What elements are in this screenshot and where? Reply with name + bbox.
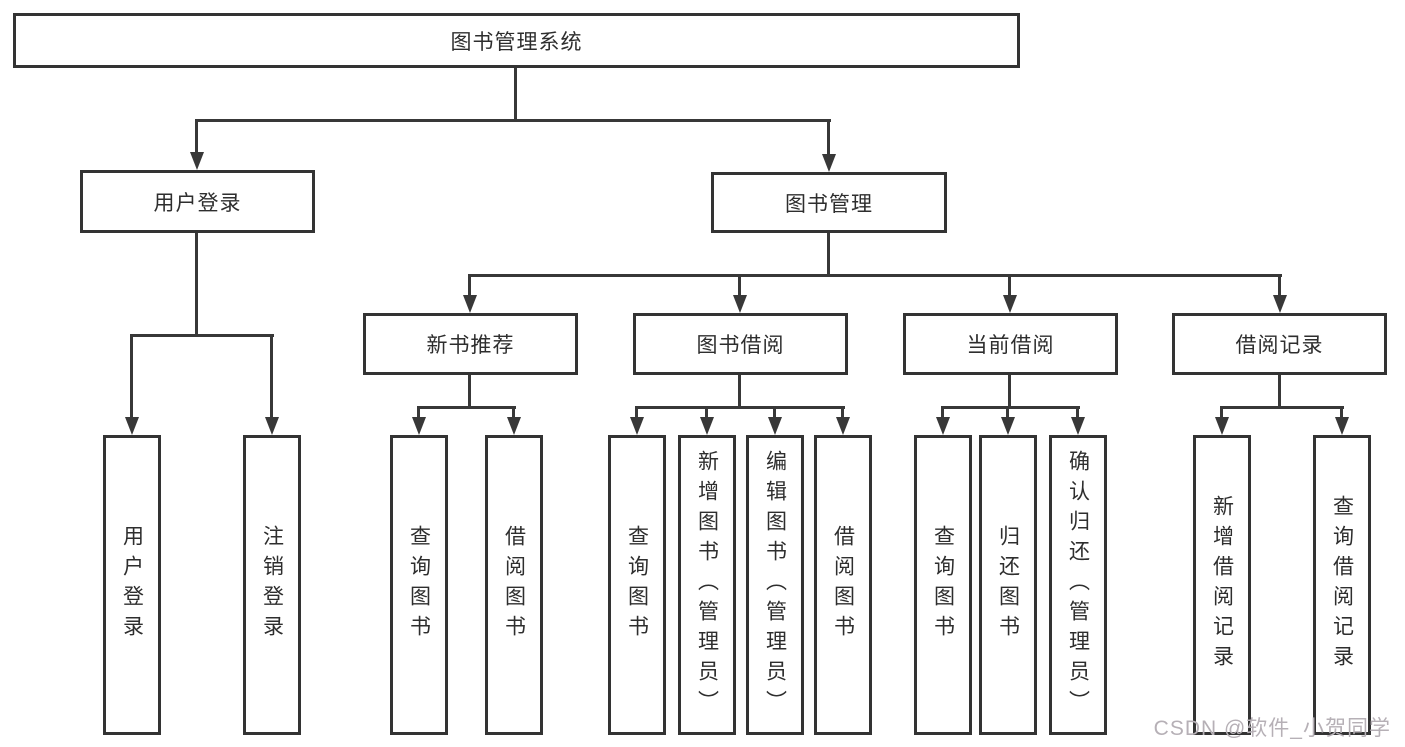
node-label: 图书借阅 [696, 334, 785, 357]
leaf-return-books: 归还图书 [979, 435, 1037, 735]
connector-drop-user-login [195, 119, 198, 152]
leaf-query-books-current: 查询图书 [914, 435, 972, 735]
leaf-user-login: 用户登录 [103, 435, 161, 735]
node-book-borrowing: 图书借阅 [633, 313, 848, 375]
leaf-label: 查询图书 [931, 525, 955, 645]
connector-drop [635, 406, 638, 417]
connector-book-borrow-hline [635, 406, 845, 409]
arrow-down-icon [463, 295, 477, 313]
node-label: 图书管理 [785, 192, 873, 216]
node-label: 当前借阅 [966, 334, 1055, 357]
arrow-down-icon [1003, 295, 1017, 313]
connector-new-book-hline [417, 406, 516, 409]
connector-drop [417, 406, 420, 417]
arrow-down-icon [836, 417, 850, 435]
leaf-add-borrow-record: 新增借阅记录 [1193, 435, 1251, 735]
arrow-down-icon [700, 417, 714, 435]
connector-book-mgmt-stem [827, 233, 830, 276]
connector-book-borrow-stem [738, 375, 741, 408]
connector-root-stem [514, 68, 517, 121]
node-borrowing-records: 借阅记录 [1172, 313, 1387, 375]
connector-drop [1220, 406, 1223, 417]
arrow-down-icon [630, 417, 644, 435]
connector-drop-new-book [468, 274, 471, 295]
arrow-down-icon [733, 295, 747, 313]
leaf-label: 注销登录 [260, 525, 284, 645]
connector-drop-current-borrow [1008, 274, 1011, 295]
leaf-borrow-books-recommend: 借阅图书 [485, 435, 543, 735]
connector-user-login-stem [195, 233, 198, 336]
arrow-down-icon [1071, 417, 1085, 435]
arrow-down-icon [412, 417, 426, 435]
connector-drop [773, 406, 776, 417]
arrow-down-icon [768, 417, 782, 435]
connector-drop [705, 406, 708, 417]
node-label: 新书推荐 [426, 334, 515, 357]
leaf-label: 编辑图书（管理员） [763, 450, 787, 720]
leaf-label: 归还图书 [996, 525, 1020, 645]
leaf-logout: 注销登录 [243, 435, 301, 735]
connector-drop [841, 406, 844, 417]
connector-drop-book-mgmt [827, 119, 830, 154]
leaf-edit-books-admin: 编辑图书（管理员） [746, 435, 804, 735]
connector-current-borrow-stem [1008, 375, 1011, 408]
connector-root-hline [195, 119, 831, 122]
connector-current-borrow-hline [941, 406, 1080, 409]
connector-drop-book-borrow [738, 274, 741, 295]
node-current-borrowing: 当前借阅 [903, 313, 1118, 375]
connector-drop [1006, 406, 1009, 417]
arrow-down-icon [1215, 417, 1229, 435]
leaf-label: 新增图书（管理员） [695, 450, 719, 720]
node-label: 用户登录 [153, 191, 242, 215]
node-library-management-system: 图书管理系统 [13, 13, 1020, 68]
leaf-query-books-borrow: 查询图书 [608, 435, 666, 735]
leaf-label: 借阅图书 [502, 525, 526, 645]
arrow-down-icon [822, 154, 836, 172]
arrow-down-icon [507, 417, 521, 435]
arrow-down-icon [190, 152, 204, 170]
arrow-down-icon [1335, 417, 1349, 435]
leaf-borrow-books: 借阅图书 [814, 435, 872, 735]
arrow-down-icon [265, 417, 279, 435]
leaf-label: 用户登录 [120, 525, 144, 645]
connector-borrow-records-hline [1220, 406, 1344, 409]
node-label: 借阅记录 [1235, 334, 1324, 357]
arrow-down-icon [1001, 417, 1015, 435]
connector-new-book-stem [468, 375, 471, 408]
leaf-label: 查询借阅记录 [1330, 495, 1354, 675]
node-label: 图书管理系统 [450, 30, 583, 54]
node-user-login: 用户登录 [80, 170, 315, 233]
leaf-label: 查询图书 [407, 525, 431, 645]
arrow-down-icon [125, 417, 139, 435]
connector-book-mgmt-hline [468, 274, 1282, 277]
leaf-label: 查询图书 [625, 525, 649, 645]
leaf-label: 确认归还（管理员） [1066, 450, 1090, 720]
connector-drop-borrow-records [1278, 274, 1281, 295]
connector-drop [1340, 406, 1343, 417]
leaf-label: 新增借阅记录 [1210, 495, 1234, 675]
leaf-add-books-admin: 新增图书（管理员） [678, 435, 736, 735]
leaf-query-borrow-record: 查询借阅记录 [1313, 435, 1371, 735]
leaf-query-books-recommend: 查询图书 [390, 435, 448, 735]
connector-drop [941, 406, 944, 417]
leaf-label: 借阅图书 [831, 525, 855, 645]
arrow-down-icon [1273, 295, 1287, 313]
node-book-management: 图书管理 [711, 172, 947, 233]
connector-drop [1076, 406, 1079, 417]
arrow-down-icon [936, 417, 950, 435]
watermark: CSDN @软件_小贺同学 [1153, 717, 1391, 740]
connector-borrow-records-stem [1278, 375, 1281, 408]
leaf-confirm-return-admin: 确认归还（管理员） [1049, 435, 1107, 735]
connector-drop-leaf-user-login [130, 334, 133, 417]
connector-user-login-hline [130, 334, 274, 337]
node-new-book-recommend: 新书推荐 [363, 313, 578, 375]
connector-drop [512, 406, 515, 417]
connector-drop-leaf-logout [270, 334, 273, 417]
